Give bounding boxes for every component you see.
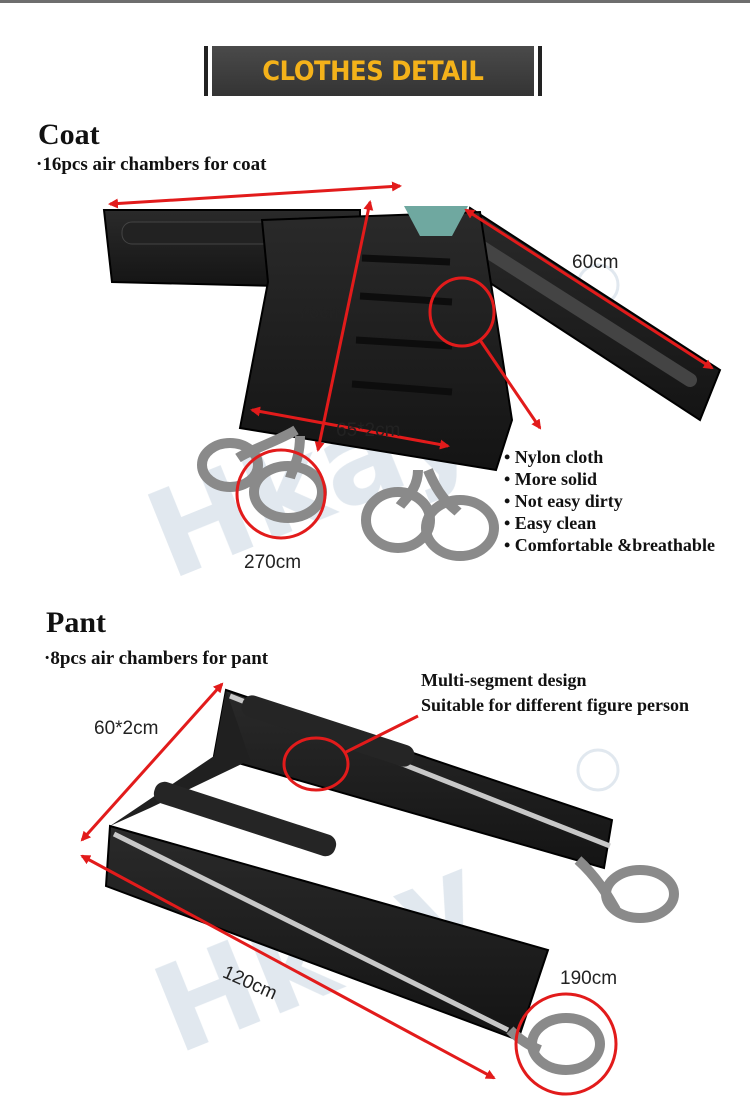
arrow-cloth-detail bbox=[478, 339, 542, 430]
label-coat-hose: 270cm bbox=[244, 552, 302, 573]
label-sleeve-length: 60cm bbox=[572, 252, 619, 273]
coat-subtitle: ·16pcs air chambers for coat bbox=[36, 154, 267, 175]
pant-subtitle: ·8pcs air chambers for pant bbox=[44, 648, 269, 669]
coat-feature-list: • Nylon cloth • More solid • Not easy di… bbox=[504, 446, 715, 556]
feature-item: • Comfortable &breathable bbox=[504, 535, 715, 555]
arrow-sleeve-width bbox=[108, 181, 402, 209]
banner-bar-right bbox=[538, 46, 542, 96]
detail-circle-segment bbox=[282, 736, 350, 792]
top-rule bbox=[0, 0, 750, 3]
label-body-height: 76cm bbox=[298, 302, 345, 323]
banner-bar-left bbox=[204, 46, 208, 96]
arrow-pant-width bbox=[80, 682, 224, 842]
banner-box: CLOTHES DETAIL bbox=[212, 46, 534, 96]
label-body-width: 65*2cm bbox=[336, 420, 401, 441]
pant-arrows bbox=[80, 682, 618, 1096]
feature-item: • Nylon cloth bbox=[504, 447, 604, 467]
feature-item: • More solid bbox=[504, 469, 597, 489]
coat-title: Coat bbox=[38, 118, 100, 151]
coat-arrows bbox=[108, 181, 714, 540]
arrow-body-width bbox=[250, 406, 450, 450]
label-pant-width: 60*2cm bbox=[94, 718, 159, 739]
pant-title: Pant bbox=[46, 606, 106, 639]
banner-title: CLOTHES DETAIL bbox=[262, 55, 484, 87]
detail-circle-pant-hose bbox=[514, 992, 618, 1096]
arrow-sleeve-length bbox=[464, 208, 714, 370]
feature-item: • Not easy dirty bbox=[504, 491, 623, 511]
callout-line bbox=[345, 714, 419, 754]
arrow-pant-length bbox=[80, 854, 496, 1080]
section-banner: CLOTHES DETAIL bbox=[204, 46, 542, 96]
detail-circle-hose bbox=[235, 448, 327, 540]
detail-circle-cloth bbox=[428, 276, 496, 348]
label-pant-hose: 190cm bbox=[560, 968, 618, 989]
pant-callout-2: Suitable for different figure person bbox=[421, 695, 689, 715]
pant-callout-1: Multi-segment design bbox=[421, 670, 587, 690]
feature-item: • Easy clean bbox=[504, 513, 597, 533]
